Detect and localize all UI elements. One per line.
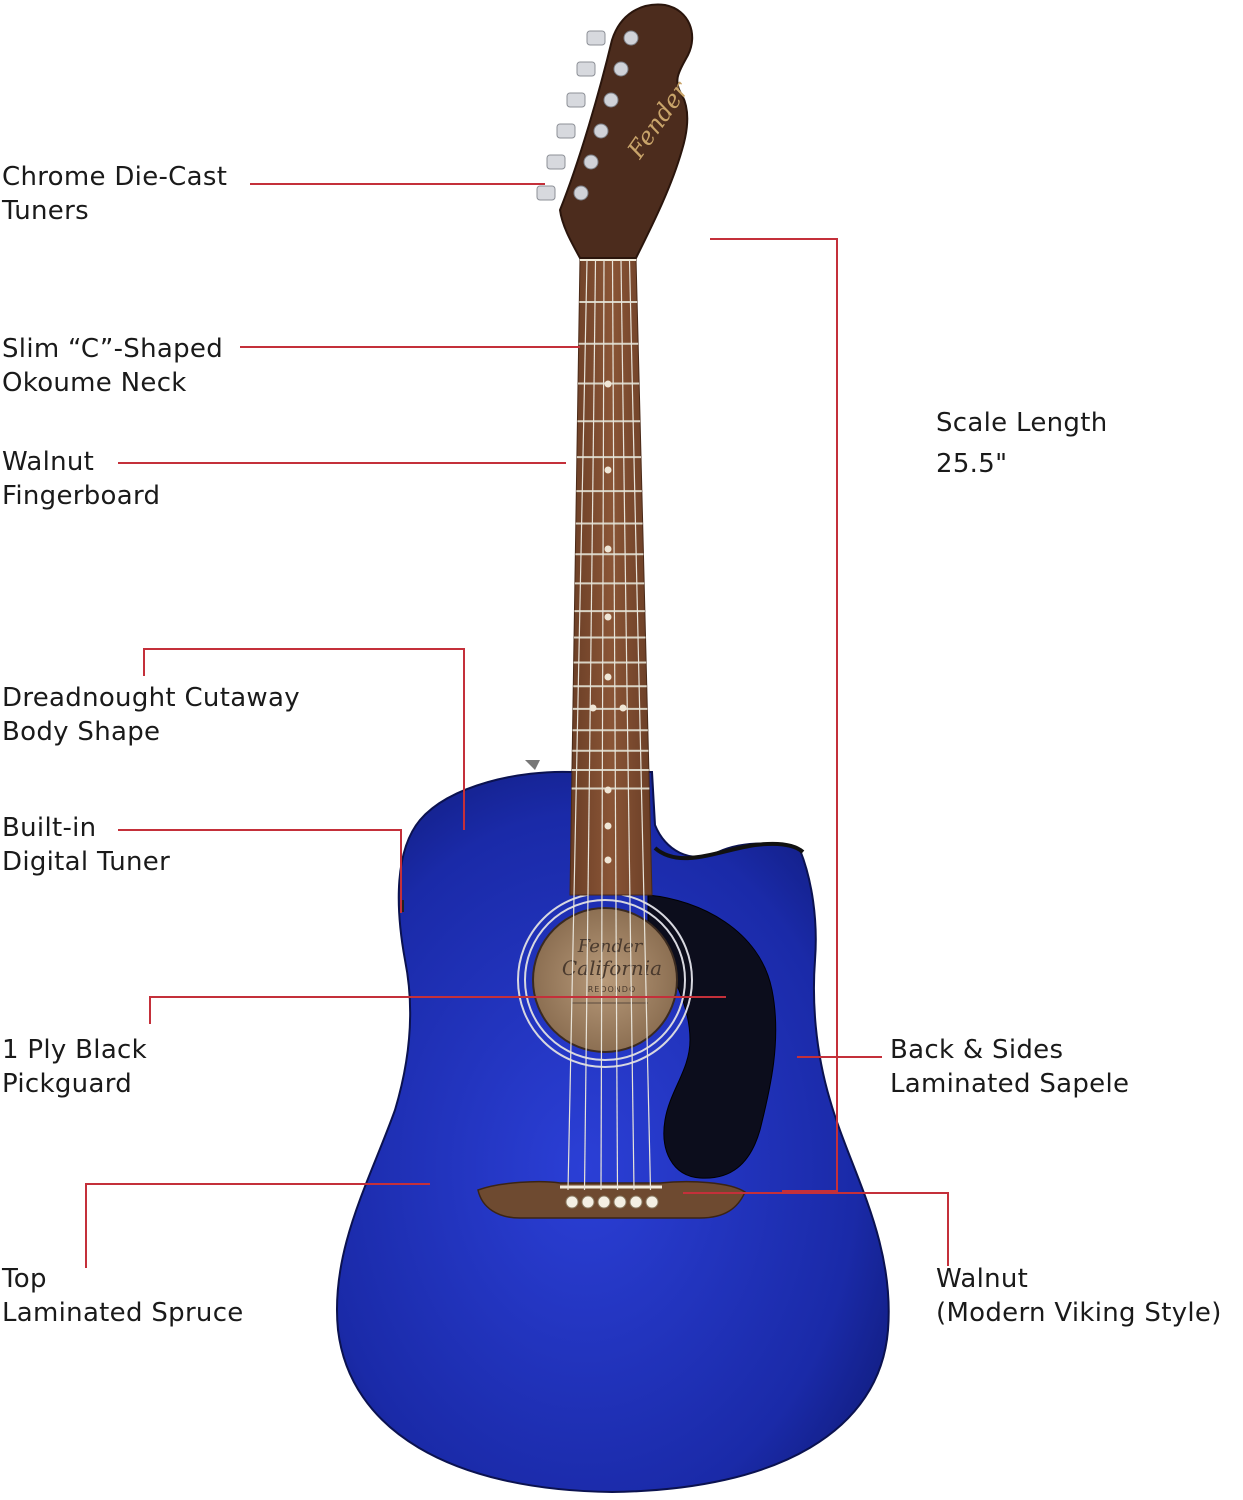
leader-scale [710,238,838,1192]
tuner-key [536,185,556,201]
leader-bridge [683,1192,949,1266]
callout-top-line2: Laminated Spruce [2,1298,244,1328]
leader-pickguard [149,996,726,1024]
callout-neck-line1: Slim “C”-Shaped [2,334,223,364]
fingerboard [569,257,653,896]
callout-fingerboard: Walnut Fingerboard [2,445,160,513]
soundhole-brand: Fender [577,936,644,957]
bridge-pin [565,1195,579,1209]
string [611,259,619,1191]
string [583,259,597,1191]
leader-top [85,1183,430,1268]
inlay-dot [604,466,612,474]
inlay-dot [619,704,627,712]
callout-scale: Scale Length 25.5" [936,403,1108,485]
tuner-key [576,61,596,77]
bridge-pin [629,1195,643,1209]
tuner-post [613,61,629,77]
callout-body: Dreadnought Cutaway Body Shape [2,681,300,749]
headstock [558,3,694,259]
inlay-dot [604,822,612,830]
soundhole-series: REDONDO [588,985,637,994]
callout-back-line2: Laminated Sapele [890,1069,1130,1099]
tuner-key [566,92,586,108]
callout-scale-line1: Scale Length [936,408,1108,438]
callout-bridge-line1: Walnut [936,1264,1029,1294]
callout-pickguard: 1 Ply Black Pickguard [2,1033,147,1101]
callout-bridge: Walnut (Modern Viking Style) [936,1262,1222,1330]
rosette-inner [524,899,686,1061]
tuner-post [573,185,589,201]
callout-top-line1: Top [2,1264,47,1294]
bridge-pin [645,1195,659,1209]
leader-lines [85,183,949,1268]
inlay-dot [604,856,612,864]
leader-tuner [118,829,402,913]
callout-pickguard-line2: Pickguard [2,1069,133,1099]
callout-tuner: Built-in Digital Tuner [2,811,170,879]
inlay-dot [589,704,597,712]
tuner-key [546,154,566,170]
callout-body-line1: Dreadnought Cutaway [2,683,300,713]
bridge-pin [581,1195,595,1209]
inlay-dot [604,786,612,794]
bridge-pin [597,1195,611,1209]
inlay-dot [604,380,612,388]
callout-top: Top Laminated Spruce [2,1262,244,1330]
inlay-dot [604,545,612,553]
callout-tuners-line1: Chrome Die-Cast [2,162,228,192]
tuner-post [583,154,599,170]
frets [571,301,650,790]
soundhole-label [532,907,678,1053]
callout-neck: Slim “C”-Shaped Okoume Neck [2,332,223,400]
strap-button-icon [525,760,540,770]
bridge-pins [565,1195,659,1209]
strings [567,259,652,1191]
callout-tuner-line1: Built-in [2,813,97,843]
string [567,259,588,1191]
callout-fingerboard-line2: Fingerboard [2,481,161,511]
tuner-key [586,30,606,46]
callout-scale-line2: 25.5" [936,449,1008,479]
tuner-pegs [536,30,639,201]
callout-pickguard-line1: 1 Ply Black [2,1035,148,1065]
inlay-dot [604,673,612,681]
string [620,259,635,1191]
cutaway-binding [653,841,805,861]
callout-fingerboard-line1: Walnut [2,447,95,477]
tuner-key [556,123,576,139]
inlay-dot [604,613,612,621]
leader-body [143,648,465,830]
callout-tuner-line2: Digital Tuner [2,847,171,877]
callout-body-line2: Body Shape [2,717,161,747]
string [628,259,652,1191]
tuner-post [603,92,619,108]
fret-inlays [589,380,627,864]
bridge [477,1180,746,1219]
callout-back-line1: Back & Sides [890,1035,1064,1065]
callout-bridge-line2: (Modern Viking Style) [936,1298,1222,1328]
soundhole-model: California [562,956,662,980]
tuner-post [623,30,639,46]
callout-tuners-line2: Tuners [2,196,89,226]
tuner-post [593,123,609,139]
callout-neck-line2: Okoume Neck [2,368,187,398]
pickguard [647,894,777,1179]
bridge-pin [613,1195,627,1209]
callout-back: Back & Sides Laminated Sapele [890,1033,1129,1101]
string [600,259,605,1191]
callout-tuners: Chrome Die-Cast Tuners [2,160,227,228]
